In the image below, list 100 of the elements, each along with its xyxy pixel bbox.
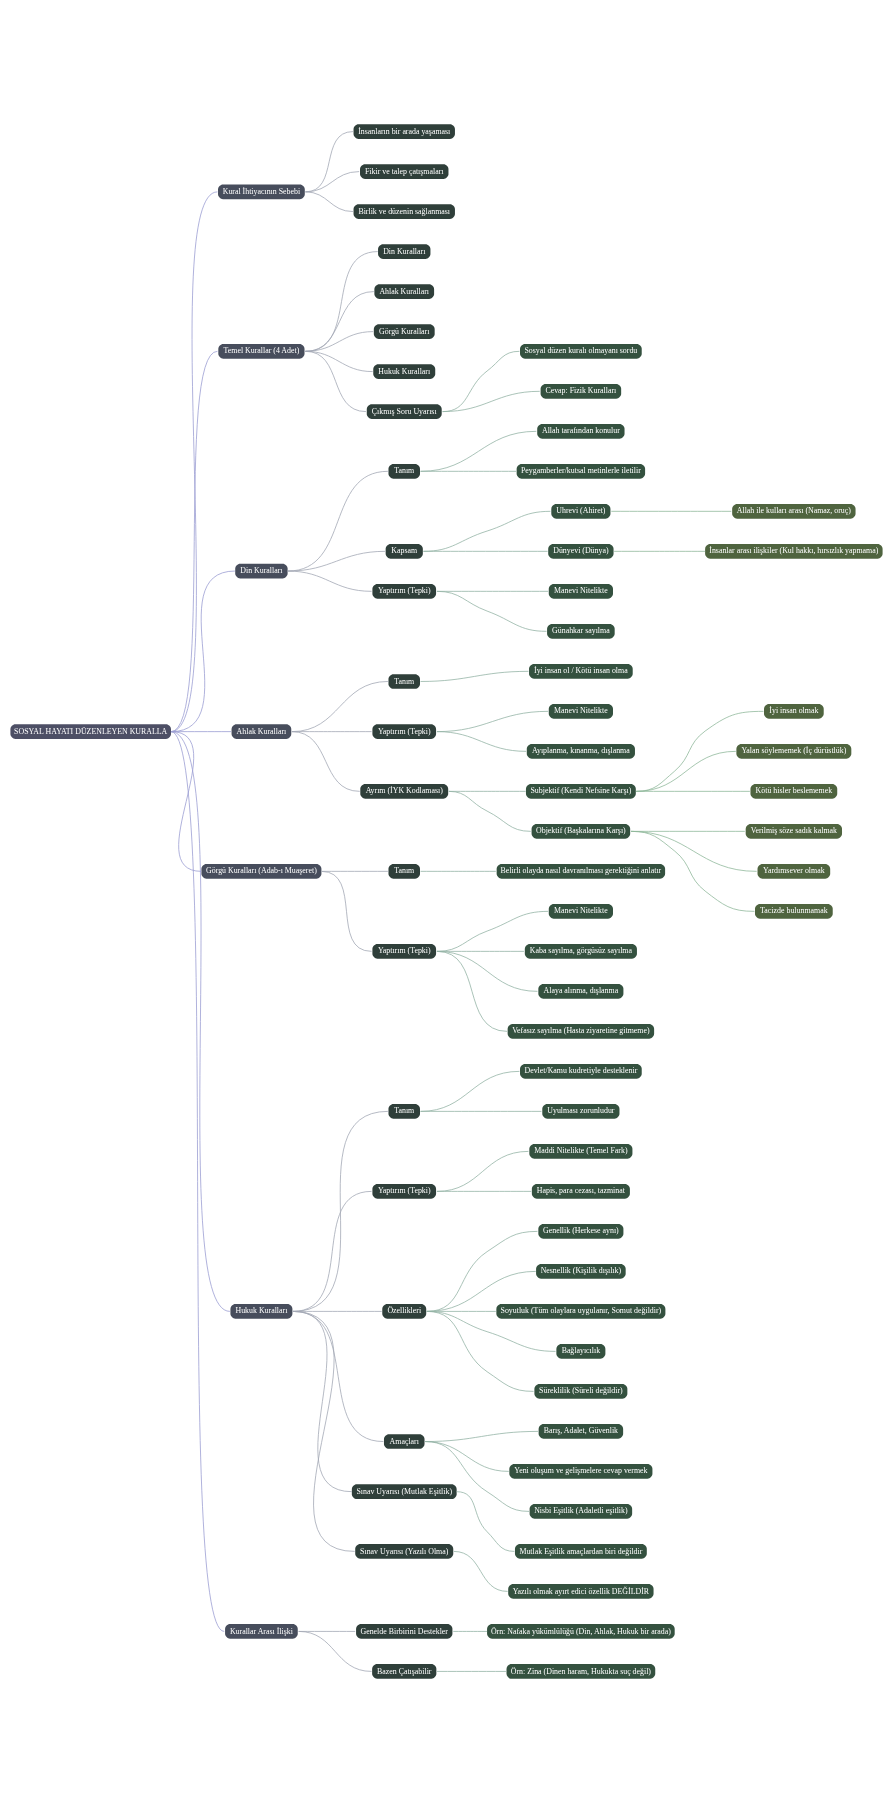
node-box: Uyulması zorunludur bbox=[542, 1104, 620, 1119]
node-box: Nisbi Eşitlik (Adaletli eşitlik) bbox=[529, 1504, 633, 1519]
connector bbox=[453, 1551, 509, 1592]
connector bbox=[452, 1631, 488, 1632]
node-box: Tanım bbox=[388, 864, 420, 879]
connector bbox=[291, 731, 361, 792]
node-box: Kaba sayılma, görgüsüz sayılma bbox=[524, 944, 637, 959]
node-box: Barış, Adalet, Güvenlik bbox=[538, 1424, 624, 1439]
node-box: Mutlak Eşitlik amaçlardan biri değildir bbox=[514, 1544, 647, 1559]
node-box: Özellikleri bbox=[382, 1304, 427, 1319]
connector bbox=[170, 731, 231, 1312]
node-box: Genellik (Herkese aynı) bbox=[538, 1224, 624, 1239]
node-box: Maddi Nitelikte (Temel Fark) bbox=[529, 1144, 633, 1159]
connector bbox=[304, 331, 374, 352]
connector bbox=[635, 710, 764, 792]
node-box: Manevi Nitelikte bbox=[548, 704, 613, 719]
node-box: Dünyevi (Dünya) bbox=[548, 544, 614, 559]
node-box: Tanım bbox=[388, 464, 420, 479]
node-box: Bağlayıcılık bbox=[556, 1344, 606, 1359]
connector bbox=[442, 390, 541, 412]
node-box: Cevap: Fizik Kuralları bbox=[540, 384, 622, 399]
connector bbox=[420, 430, 537, 472]
connector bbox=[613, 550, 706, 552]
connector bbox=[304, 291, 375, 352]
node-box: Yeni oluşum ve gelişmelere cevap vermek bbox=[509, 1464, 653, 1479]
connector bbox=[436, 1191, 532, 1192]
node-box: Hukuk Kuralları bbox=[230, 1304, 293, 1319]
node-box: Fikir ve talep çatışmaları bbox=[360, 164, 449, 179]
connector bbox=[287, 570, 372, 592]
node-box: İnsanların bir arada yaşaması bbox=[353, 124, 455, 139]
node-box: Tanım bbox=[388, 674, 420, 689]
connector bbox=[170, 191, 218, 733]
connector bbox=[436, 1671, 507, 1672]
node-box: Devlet/Kamu kudretiyle desteklenir bbox=[520, 1064, 642, 1079]
node-box: Kapsam bbox=[385, 544, 423, 559]
node-box: Allah ile kulları arası (Namaz, oruç) bbox=[732, 504, 856, 519]
connector bbox=[436, 950, 508, 1032]
connector bbox=[423, 510, 551, 552]
connector bbox=[420, 1111, 542, 1112]
connector bbox=[298, 1631, 372, 1672]
connector bbox=[426, 1311, 534, 1392]
node-box: Sınav Uyarısı (Yazılı Olma) bbox=[355, 1544, 454, 1559]
connector bbox=[448, 790, 532, 832]
node-box: Din Kuralları bbox=[378, 244, 431, 259]
node-box: Birlik ve düzenin sağlanması bbox=[353, 204, 455, 219]
node-box: Bazen Çatışabilir bbox=[372, 1664, 437, 1679]
node-box: Yaptırım (Tepki) bbox=[372, 584, 437, 599]
node-box: Verilmiş söze sadık kalmak bbox=[745, 824, 843, 839]
node-box: Hukuk Kuralları bbox=[373, 364, 436, 379]
node-box: Kurallar Arası İlişki bbox=[225, 1624, 298, 1639]
node-box: İnsanlar arası ilişkiler (Kul hakkı, hırsızlık yapmama) bbox=[705, 544, 883, 559]
node-box: Din Kuralları bbox=[235, 563, 288, 579]
connector bbox=[635, 790, 751, 792]
node-box: Örn: Zina (Dinen haram, Hukukta suç değil) bbox=[506, 1664, 656, 1679]
node-box: Görgü Kuralları (Adab-ı Muaşeret) bbox=[201, 864, 322, 879]
node-box: Tacizde bulunmamak bbox=[755, 904, 833, 919]
connector bbox=[436, 590, 547, 632]
node-box: Yaptırım (Tepki) bbox=[372, 1184, 437, 1199]
node-box: Belirli olayda nasıl davranılması gerektiğini anlatır bbox=[496, 864, 666, 879]
node-box: Manevi Nitelikte bbox=[548, 904, 613, 919]
node-box: Yaptırım (Tepki) bbox=[372, 944, 437, 959]
node-box: Soyutluk (Tüm olaylara uygulanır, Somut değildir) bbox=[496, 1304, 666, 1319]
node-box: Manevi Nitelikte bbox=[548, 584, 613, 599]
node-box: Temel Kurallar (4 Adet) bbox=[218, 344, 305, 359]
node-box: Çıkmış Soru Uyarısı bbox=[366, 404, 442, 419]
node-box: Sınav Uyarısı (Mutlak Eşitlik) bbox=[351, 1484, 457, 1499]
node-box: Hapis, para cezası, tazminat bbox=[531, 1184, 630, 1199]
node-box: İyi insan ol / Kötü insan olma bbox=[529, 664, 633, 679]
node-box: Sosyal düzen kuralı olmayanı sordu bbox=[520, 344, 642, 359]
node-box: Alaya alınma, dışlanma bbox=[538, 984, 624, 999]
node-box: Yardımsever olmak bbox=[757, 864, 831, 879]
connector bbox=[304, 251, 379, 352]
node-box: Kötü hisler beslememek bbox=[750, 784, 838, 799]
node-box: Amaçları bbox=[383, 1434, 425, 1449]
node-box: Nesnellik (Kişilik dışılık) bbox=[536, 1264, 626, 1279]
node-box: Genelde Birbirini Destekler bbox=[356, 1624, 453, 1639]
node-box: Görgü Kuralları bbox=[373, 324, 435, 339]
node-box: SOSYAL HAYATI DÜZENLEYEN KURALLA bbox=[10, 724, 171, 739]
node-box: Subjektif (Kendi Nefsine Karşı) bbox=[525, 784, 636, 799]
connector bbox=[321, 870, 372, 952]
node-box: Süreklilik (Süreli değildir) bbox=[534, 1384, 628, 1399]
node-box: Tanım bbox=[388, 1104, 420, 1119]
connector bbox=[304, 191, 354, 212]
node-box: Objektif (Başkalarına Karşı) bbox=[531, 824, 631, 839]
node-box: Ayıplanma, kınanma, dışlanma bbox=[526, 744, 635, 759]
node-box: Peygamberler/kutsal metinlerle iletilir bbox=[516, 464, 646, 479]
node-box: Günahkar sayılma bbox=[547, 624, 615, 639]
node-box: İyi insan olmak bbox=[764, 704, 824, 719]
node-box: Yazılı olmak ayırt edici özellik DEĞİLDİR bbox=[508, 1584, 654, 1599]
node-box: Uhrevi (Ahiret) bbox=[551, 504, 611, 519]
connector bbox=[170, 350, 218, 733]
connector bbox=[436, 731, 527, 752]
node-box: Yaptırım (Tepki) bbox=[372, 724, 437, 739]
connector bbox=[170, 731, 225, 1632]
connector bbox=[420, 470, 517, 472]
connector bbox=[424, 1441, 530, 1512]
connector bbox=[420, 670, 529, 682]
node-box: Vefasız sayılma (Hasta ziyaretine gitmeme) bbox=[507, 1024, 655, 1039]
connector bbox=[630, 830, 755, 912]
node-box: Ahlak Kuralları bbox=[231, 724, 292, 739]
